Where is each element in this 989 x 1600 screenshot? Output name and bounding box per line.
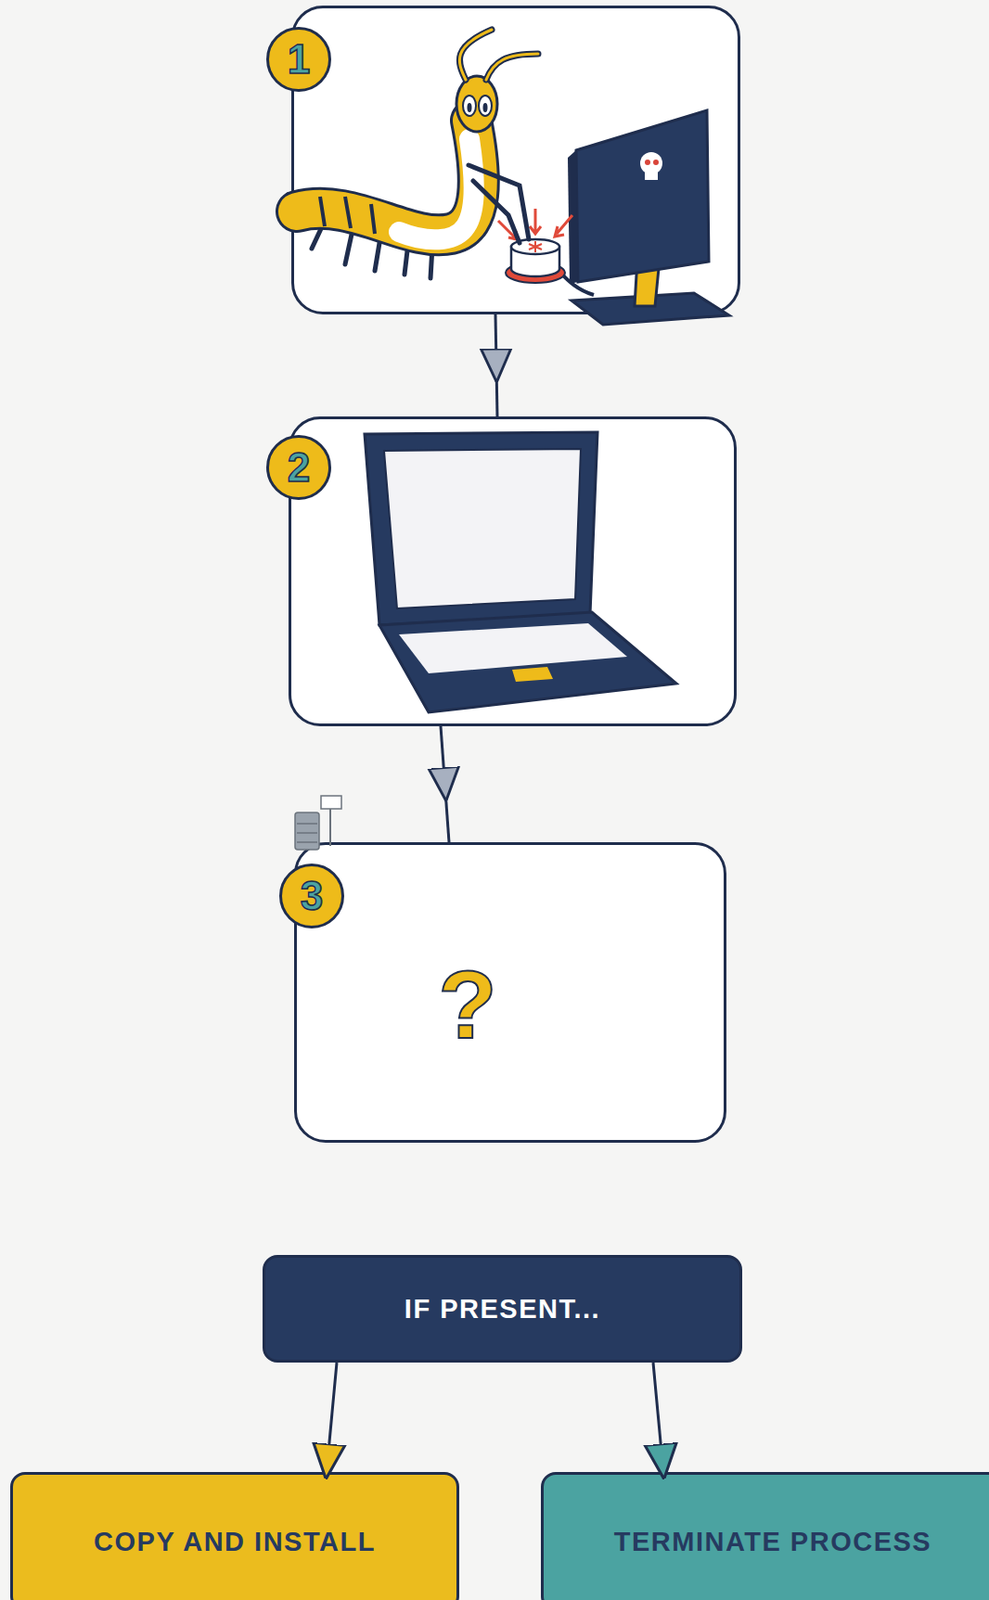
bug-illustration bbox=[283, 29, 730, 325]
action-text: TERMINATE PROCESS bbox=[614, 1527, 932, 1558]
flow-arrow bbox=[653, 1362, 664, 1473]
step-box: 2 bbox=[288, 416, 737, 727]
flow-arrow bbox=[326, 1362, 337, 1473]
condition-text: IF PRESENT... bbox=[404, 1294, 601, 1325]
callout-number: 1 bbox=[266, 26, 332, 92]
laptop-illustration bbox=[364, 432, 677, 713]
callout-number: 3 bbox=[279, 863, 345, 929]
callout-number: 2 bbox=[266, 435, 332, 501]
server-icon bbox=[295, 796, 342, 850]
question-mark: ? bbox=[421, 949, 514, 1061]
flow-arrow bbox=[495, 314, 498, 417]
condition-box: IF PRESENT... bbox=[262, 1255, 743, 1363]
step-box: 3? bbox=[294, 842, 727, 1144]
action-box: COPY AND INSTALL bbox=[10, 1472, 460, 1600]
step-box: 1 bbox=[291, 5, 741, 315]
action-text: COPY AND INSTALL bbox=[93, 1527, 376, 1558]
action-box: TERMINATE PROCESS bbox=[540, 1472, 989, 1600]
flow-arrow bbox=[440, 726, 450, 843]
